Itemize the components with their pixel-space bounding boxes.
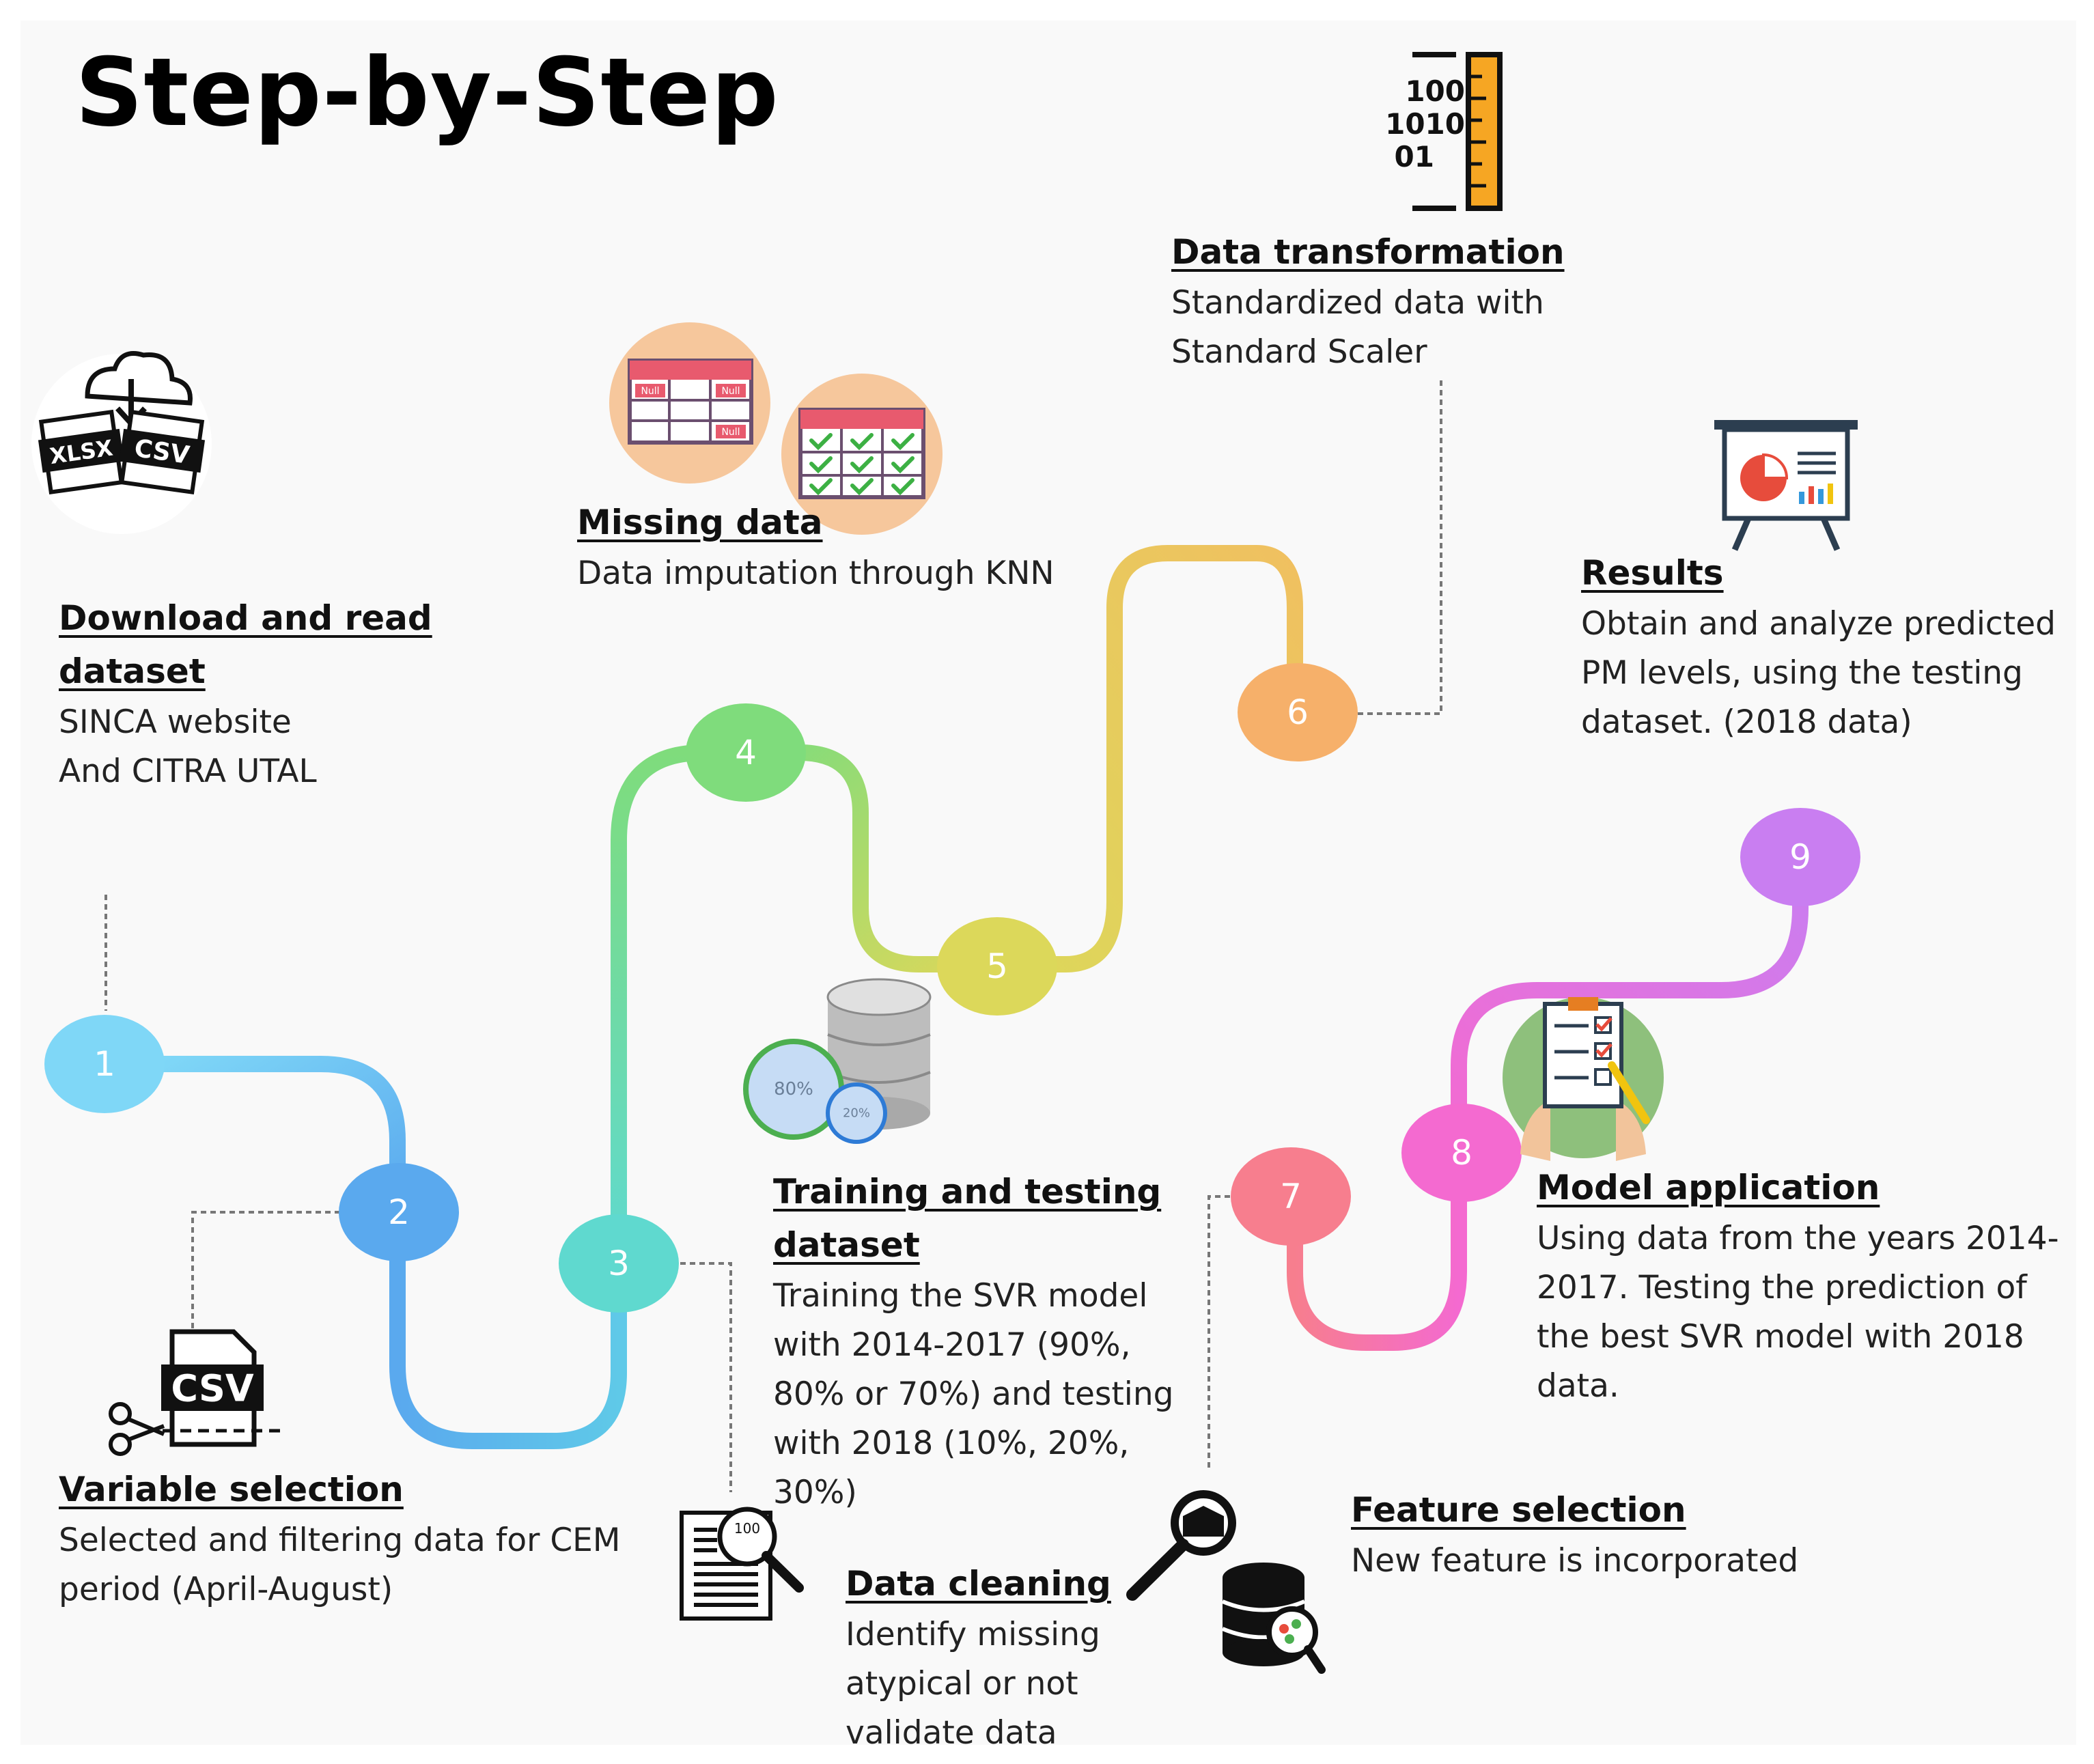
null-table-icon: Null Null Null	[609, 322, 770, 484]
svg-text:CSV: CSV	[171, 1367, 254, 1410]
svg-text:3: 3	[608, 1244, 630, 1283]
svg-text:7: 7	[1280, 1177, 1302, 1216]
step-node-8: 8	[1401, 1104, 1522, 1202]
step-results-heading: Results	[1581, 553, 1724, 593]
step-feature: Feature selection New feature is incorpo…	[1351, 1483, 1884, 1586]
clipboard-checklist-icon	[1503, 997, 1664, 1161]
document-search-icon: 100	[680, 1507, 804, 1621]
step-node-2: 2	[339, 1163, 459, 1261]
download-file-icon: XLSX CSV	[31, 351, 212, 534]
step-feature-heading: Feature selection	[1351, 1490, 1686, 1530]
page-title: Step-by-Step	[75, 38, 779, 148]
svg-text:Null: Null	[721, 427, 740, 438]
magnifier-database-icon	[1126, 1490, 1326, 1674]
step-node-7: 7	[1231, 1147, 1351, 1246]
step-missing-description: Data imputation through KNN	[577, 555, 1055, 592]
step-variable-description: Selected and filtering data for CEM peri…	[59, 1522, 621, 1608]
background-panel	[20, 20, 2076, 1745]
step-transformation: Data transformation Standardized data wi…	[1171, 225, 1595, 377]
step-results: Results Obtain and analyze predicted PM …	[1581, 546, 2073, 747]
svg-text:Null: Null	[721, 386, 740, 397]
binary-ruler-icon: 100 1010 01	[1385, 52, 1503, 211]
step-node-4: 4	[686, 703, 806, 802]
svg-text:8: 8	[1451, 1133, 1472, 1173]
svg-text:100: 100	[734, 1520, 760, 1537]
step-cleaning-heading: Data cleaning	[846, 1564, 1111, 1604]
step-transformation-description: Standardized data with Standard Scaler	[1171, 284, 1544, 371]
svg-text:2: 2	[388, 1192, 410, 1232]
presentation-chart-icon	[1714, 420, 1858, 551]
step-results-description: Obtain and analyze predicted PM levels, …	[1581, 605, 2056, 741]
svg-text:1: 1	[94, 1044, 115, 1084]
step-transformation-heading: Data transformation	[1171, 232, 1565, 272]
svg-text:100: 100	[1405, 74, 1465, 108]
step-feature-description: New feature is incorporated	[1351, 1542, 1799, 1580]
step-variable: Variable selection Selected and filterin…	[59, 1463, 673, 1614]
step-model-description: Using data from the years 2014- 2017. Te…	[1537, 1220, 2059, 1405]
svg-text:9: 9	[1789, 837, 1811, 877]
database-split-icon: 80% 20%	[743, 978, 932, 1144]
svg-text:Null: Null	[641, 386, 659, 397]
step-model: Model application Using data from the ye…	[1537, 1161, 2083, 1411]
step-node-5: 5	[937, 917, 1057, 1016]
step-node-9: 9	[1740, 808, 1860, 906]
step-node-6: 6	[1238, 663, 1358, 761]
step-model-heading: Model application	[1537, 1168, 1880, 1207]
step-download-description: SINCA website And CITRA UTAL	[59, 703, 317, 790]
step-missing-heading: Missing data	[577, 503, 823, 542]
svg-text:80%: 80%	[774, 1079, 813, 1100]
step-missing: Missing data Data imputation through KNN	[577, 496, 1110, 598]
svg-text:1010: 1010	[1385, 107, 1465, 141]
svg-text:01: 01	[1395, 140, 1434, 173]
step-download: Download and read dataset SINCA website …	[59, 591, 441, 796]
step-nodes: 1 2 3 4 5 6 7 8 9	[44, 663, 1860, 1313]
csv-cut-icon: CSV	[109, 1329, 280, 1456]
step-cleaning-description: Identify missing atypical or not validat…	[846, 1616, 1100, 1752]
step-variable-heading: Variable selection	[59, 1470, 404, 1509]
step-training-description: Training the SVR model with 2014-2017 (9…	[773, 1277, 1174, 1511]
svg-text:6: 6	[1287, 692, 1309, 732]
svg-text:20%: 20%	[843, 1106, 870, 1121]
svg-text:5: 5	[986, 947, 1008, 986]
svg-text:4: 4	[735, 733, 757, 772]
step-cleaning: Data cleaning Identify missing atypical …	[846, 1557, 1201, 1758]
step-node-3: 3	[559, 1214, 679, 1313]
checked-table-icon	[781, 374, 943, 535]
step-training-heading: Training and testing dataset	[773, 1172, 1162, 1265]
step-node-1: 1	[44, 1015, 165, 1113]
connector-lines	[104, 379, 1442, 1492]
step-download-heading: Download and read dataset	[59, 598, 432, 691]
step-training: Training and testing dataset Training th…	[773, 1165, 1197, 1517]
